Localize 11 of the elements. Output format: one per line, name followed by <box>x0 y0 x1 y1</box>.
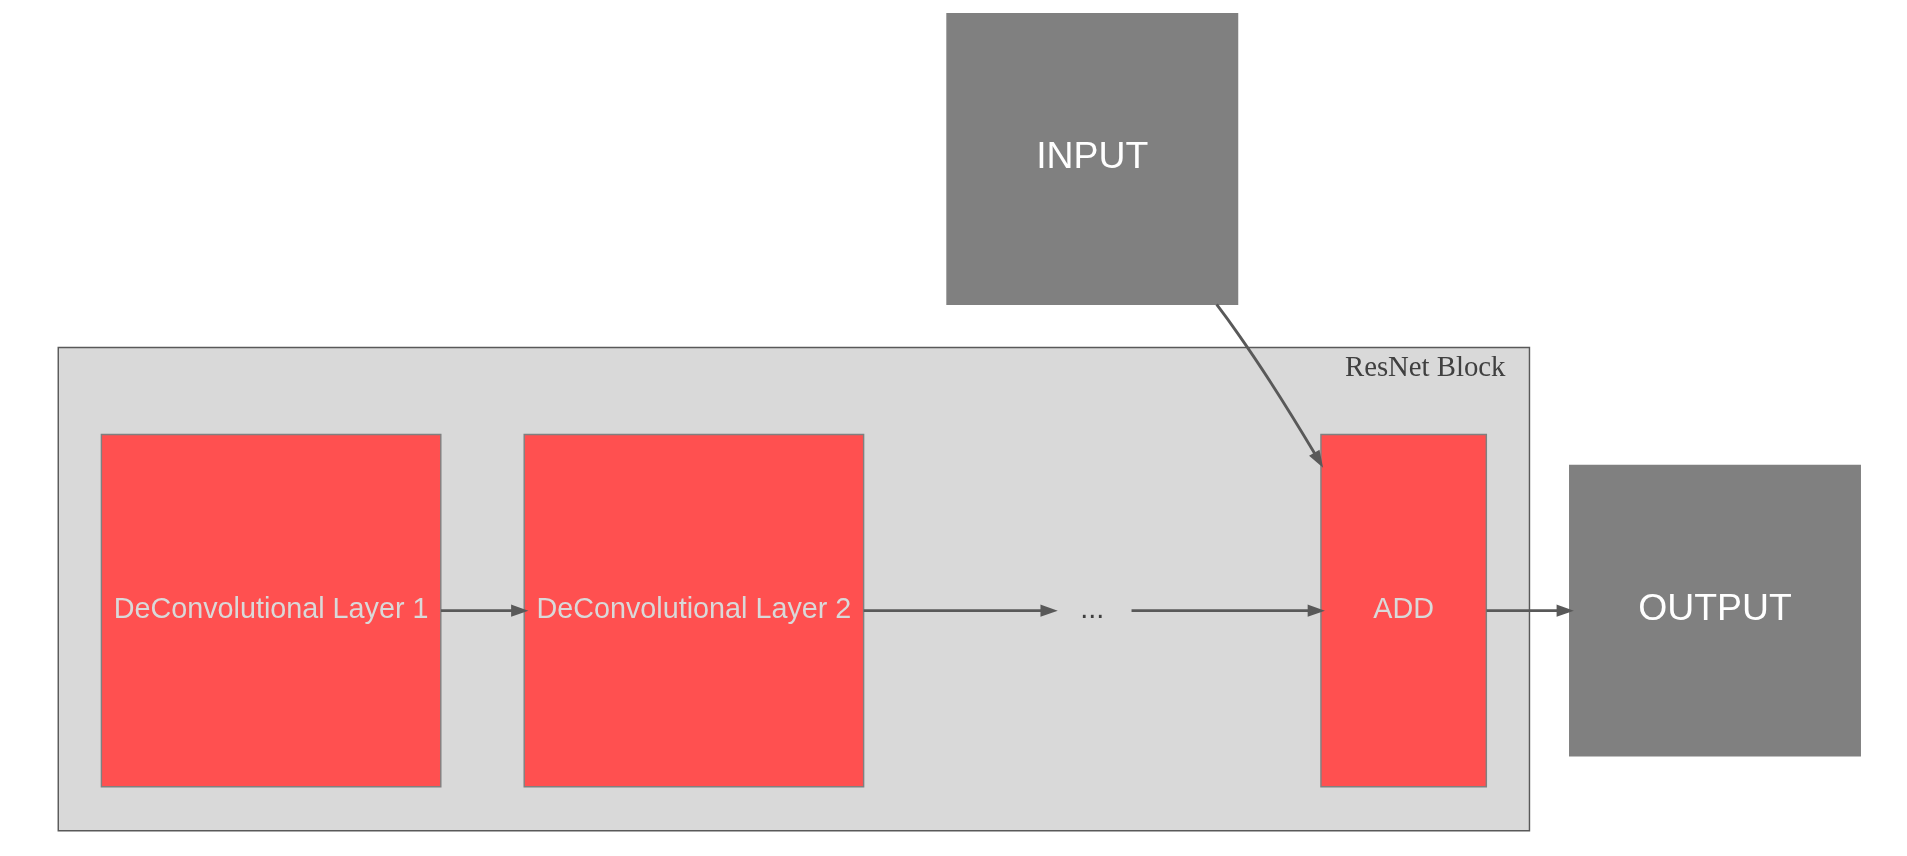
arrow <box>440 604 529 617</box>
node-box: INPUT <box>946 13 1239 306</box>
node-text: ... <box>1080 591 1105 624</box>
node-box: DeConvolutional Layer 2 <box>523 433 865 788</box>
arrow <box>1215 303 1324 468</box>
arrow <box>1486 604 1574 617</box>
arrow <box>863 604 1058 617</box>
node-box: OUTPUT <box>1569 464 1861 757</box>
node-box: DeConvolutional Layer 1 <box>100 433 442 788</box>
node-box: ADD <box>1320 433 1488 788</box>
arrow <box>1131 604 1325 617</box>
